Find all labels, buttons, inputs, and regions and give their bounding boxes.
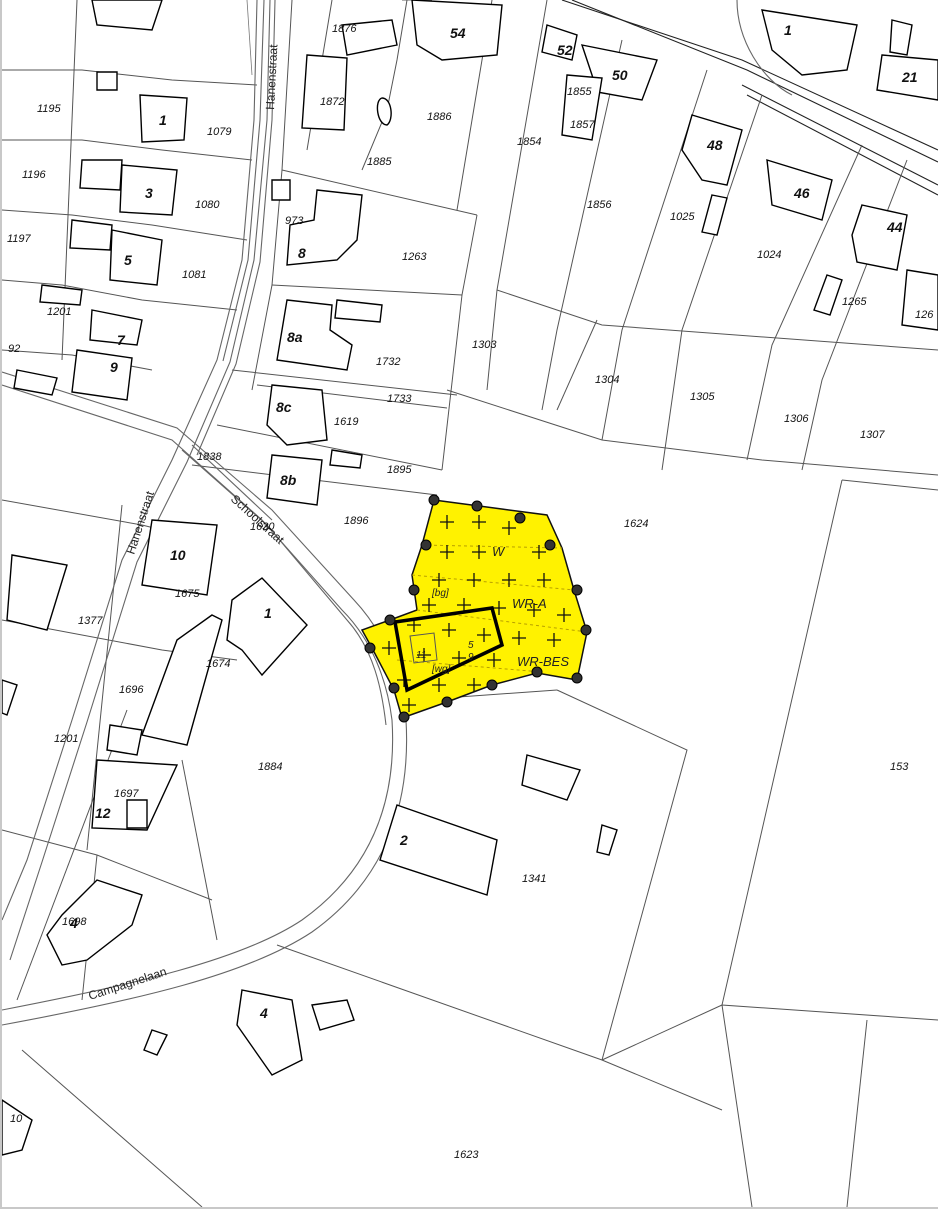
- parcel-number: 1377: [78, 615, 103, 627]
- parcel-number: 1696: [119, 684, 144, 696]
- house-number: 10: [170, 547, 186, 563]
- parcel-number: 1697: [114, 788, 139, 800]
- parcel-number: 1263: [402, 251, 427, 263]
- zone-w-label: W: [492, 544, 506, 559]
- parcel-number: 1674: [206, 658, 230, 670]
- zone-wr-a-label: WR-A: [512, 596, 547, 611]
- house-number: 50: [612, 67, 628, 83]
- parcel-number: 973: [285, 215, 304, 227]
- parcel-number: 1857: [570, 119, 595, 131]
- parcel-number: 1265: [842, 296, 867, 308]
- parcel-number: 1197: [7, 233, 32, 245]
- parcel-number: 1195: [37, 103, 62, 115]
- house-number: 52: [557, 42, 573, 58]
- parcel-number: 1884: [258, 761, 282, 773]
- parcel-number: 1886: [427, 111, 452, 123]
- house-number: 9: [110, 359, 118, 375]
- house-number: 4: [69, 915, 78, 931]
- parcel-number: 153: [890, 761, 909, 773]
- house-number: 12: [95, 805, 111, 821]
- parcel-number: 1080: [195, 199, 220, 211]
- buildings: [2, 0, 938, 1156]
- parcel-number: 1079: [207, 126, 231, 138]
- parcel-number: 1024: [757, 249, 781, 261]
- house-number: 8: [298, 245, 306, 261]
- parcel-number: 1619: [334, 416, 358, 428]
- parcel-number: 1855: [567, 86, 592, 98]
- parcel-number: 10: [10, 1113, 23, 1125]
- parcel-number: 1675: [175, 588, 200, 600]
- house-numbers: 54 52 50 1 21 48 46 44 1 3 5 7 9 8 8a 8c…: [69, 22, 918, 1021]
- house-number: 8a: [287, 329, 303, 345]
- height-5-label: 5: [468, 640, 474, 651]
- parcel-number: 1307: [860, 429, 885, 441]
- zone-wg-label: [wg]: [431, 664, 451, 675]
- parcel-number: 1081: [182, 269, 206, 281]
- house-number: 8b: [280, 472, 297, 488]
- house-number: 2: [399, 832, 408, 848]
- parcel-number: 1838: [197, 451, 222, 463]
- parcel-number: 1872: [320, 96, 344, 108]
- zone-labels: W WR-A WR-BES [bg] [wg] 5 9 11: [416, 544, 569, 675]
- parcel-number: 1624: [624, 518, 648, 530]
- house-number: 54: [450, 25, 466, 41]
- parcel-number: 1305: [690, 391, 715, 403]
- street-campagnelaan: Campagnelaan: [87, 964, 169, 1002]
- parcel-number: 1201: [47, 306, 71, 318]
- house-number: 8c: [276, 399, 292, 415]
- parcel-number: 1623: [454, 1149, 479, 1161]
- parcel-number: 1856: [587, 199, 612, 211]
- parcel-number: 92: [8, 343, 20, 355]
- zone-wr-bes-label: WR-BES: [517, 654, 569, 669]
- roads: [2, 0, 408, 1026]
- house-number: 48: [706, 137, 723, 153]
- parcel-number: 1025: [670, 211, 695, 223]
- plan-vertices: [364, 494, 592, 723]
- house-number: 3: [145, 185, 153, 201]
- house-11-label: 11: [416, 650, 426, 661]
- parcel-number: 1698: [62, 916, 87, 928]
- parcel-number: 1895: [387, 464, 412, 476]
- parcel-number: 1341: [522, 873, 546, 885]
- railway-tracks: [402, 0, 938, 196]
- parcel-number: 1303: [472, 339, 497, 351]
- parcel-number: 1306: [784, 413, 809, 425]
- parcel-number: 126: [915, 309, 934, 321]
- house-number: 1: [159, 112, 167, 128]
- height-9-label: 9: [468, 652, 474, 663]
- parcel-number: 1885: [367, 156, 392, 168]
- house-number: 46: [793, 185, 810, 201]
- house-number: 21: [901, 69, 918, 85]
- house-number: 7: [117, 332, 126, 348]
- house-number: 1: [264, 605, 272, 621]
- parcel-number: 1201: [54, 733, 78, 745]
- plan-area[interactable]: [360, 494, 592, 723]
- parcel-number: 1630: [250, 521, 275, 533]
- zone-bg-label: [bg]: [431, 588, 449, 599]
- building-plane: [392, 606, 505, 693]
- house-number: 44: [886, 219, 903, 235]
- residential-hatch: [382, 515, 571, 712]
- house-number: 5: [124, 252, 132, 268]
- parcel-number: 1876: [332, 23, 357, 35]
- parcel-numbers: 1876 1872 1886 1855 1857 1854 1195 1079 …: [7, 23, 934, 1161]
- parcel-number: 1732: [376, 356, 400, 368]
- house-number: 4: [259, 1005, 268, 1021]
- street-hanenstraat-north: Hanenstraat: [263, 43, 280, 110]
- parcel-number: 1896: [344, 515, 369, 527]
- house-number: 1: [784, 22, 792, 38]
- parcel-number: 1854: [517, 136, 541, 148]
- parcel-number: 1304: [595, 374, 619, 386]
- parcel-number: 1733: [387, 393, 412, 405]
- parcel-number: 1196: [22, 169, 47, 181]
